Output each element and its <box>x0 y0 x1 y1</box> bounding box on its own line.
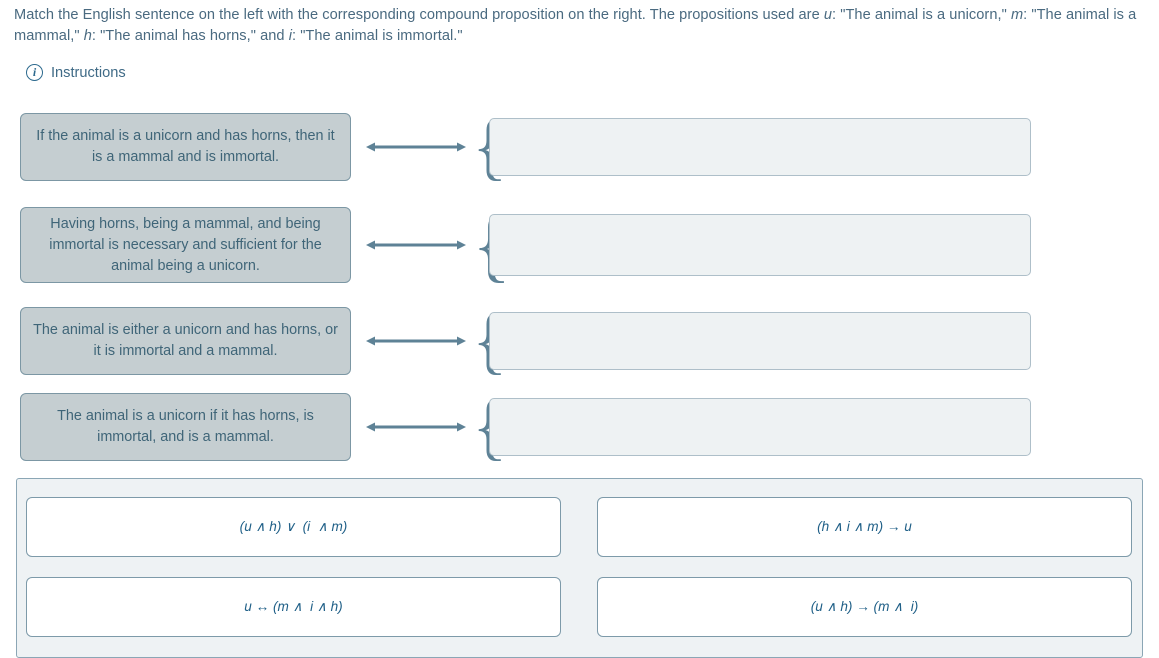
sentence-card[interactable]: Having horns, being a mammal, and being … <box>20 207 351 283</box>
instructions-label: Instructions <box>51 64 126 81</box>
sentence-card[interactable]: The animal is either a unicorn and has h… <box>20 307 351 375</box>
matching-row: Having horns, being a mammal, and being … <box>0 204 1159 286</box>
double-arrow-icon <box>366 238 466 252</box>
answer-tile[interactable]: (u ∧ h) → (m ∧ i) <box>597 577 1132 637</box>
answer-drop-zone[interactable] <box>489 312 1031 370</box>
answer-tile-text: (u ∧ h) → (m ∧ i) <box>810 599 919 614</box>
prompt-var-u: u <box>823 7 833 23</box>
answer-tile[interactable]: (h ∧ i ∧ m) → u <box>597 497 1132 557</box>
prompt-part-4: : "The animal has horns," and <box>91 28 289 44</box>
matching-row: If the animal is a unicorn and has horns… <box>0 110 1159 184</box>
prompt-part-1: Match the English sentence on the left w… <box>14 7 824 23</box>
info-icon: i <box>26 64 43 81</box>
instructions-button[interactable]: i Instructions <box>26 64 126 81</box>
prompt-var-i: i <box>288 28 292 44</box>
sentence-card[interactable]: The animal is a unicorn if it has horns,… <box>20 393 351 461</box>
answer-tile[interactable]: u ↔ (m ∧ i ∧ h) <box>26 577 561 637</box>
answer-bank: (u ∧ h) ∨ (i ∧ m) u ↔ (m ∧ i ∧ h) (h ∧ i… <box>16 478 1143 658</box>
answer-tile-text: u ↔ (m ∧ i ∧ h) <box>244 599 343 614</box>
double-arrow-icon <box>366 140 466 154</box>
prompt-part-3: : "The animal is a mammal," <box>14 7 1137 44</box>
page-prompt: Match the English sentence on the left w… <box>14 5 1150 47</box>
prompt-var-m: m <box>1010 7 1024 23</box>
matching-row: The animal is either a unicorn and has h… <box>0 304 1159 378</box>
answer-tile-text: (u ∧ h) ∨ (i ∧ m) <box>239 519 348 534</box>
matching-row: The animal is a unicorn if it has horns,… <box>0 390 1159 464</box>
double-arrow-icon <box>366 420 466 434</box>
answer-drop-zone[interactable] <box>489 118 1031 176</box>
answer-drop-zone[interactable] <box>489 214 1031 276</box>
answer-tile[interactable]: (u ∧ h) ∨ (i ∧ m) <box>26 497 561 557</box>
sentence-card[interactable]: If the animal is a unicorn and has horns… <box>20 113 351 181</box>
prompt-var-h: h <box>83 28 92 44</box>
prompt-part-5: : "The animal is immortal." <box>291 28 463 44</box>
answer-drop-zone[interactable] <box>489 398 1031 456</box>
prompt-part-2: : "The animal is a unicorn," <box>832 7 1011 23</box>
answer-tile-text: (h ∧ i ∧ m) → u <box>817 519 912 534</box>
double-arrow-icon <box>366 334 466 348</box>
